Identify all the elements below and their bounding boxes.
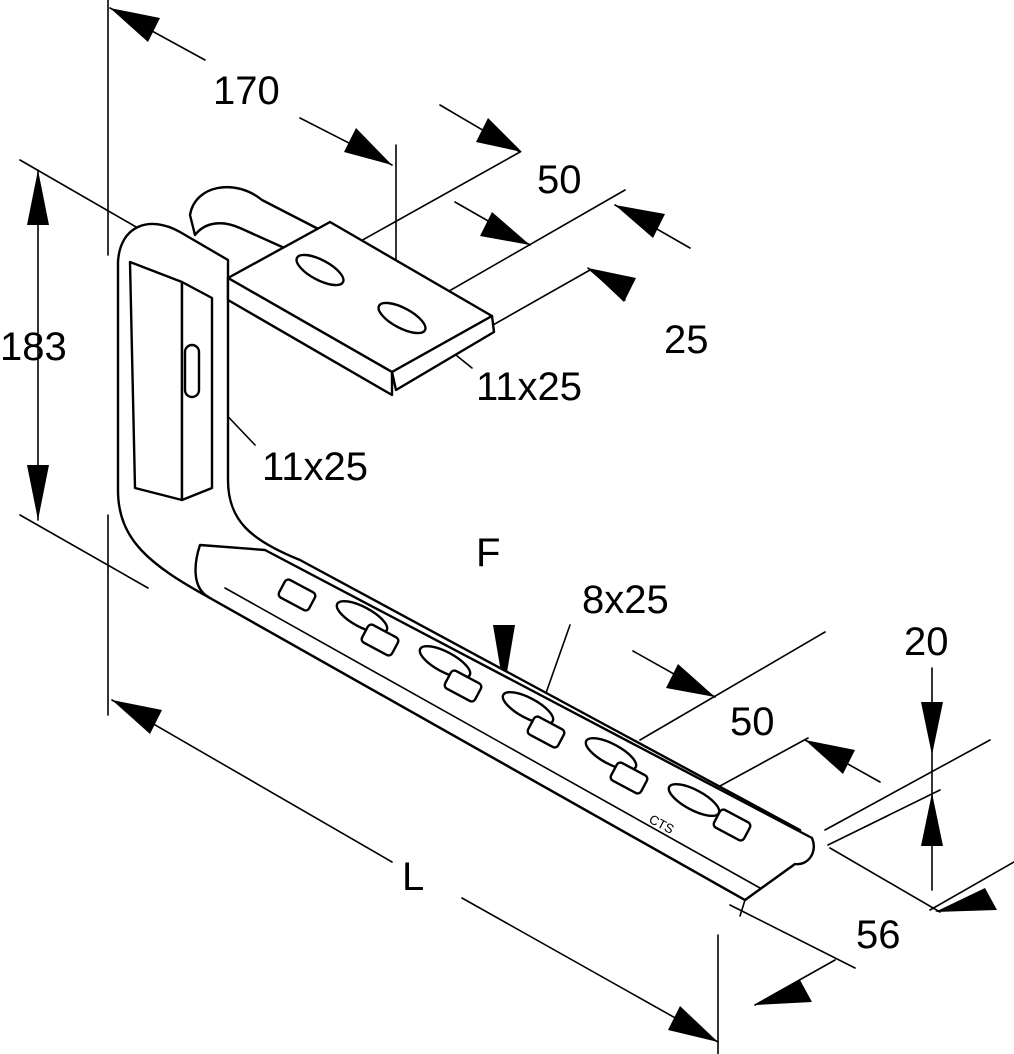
side-slot <box>183 343 201 399</box>
dimension-labels: 170 50 25 183 11x25 11x25 F 8x25 20 50 L… <box>0 69 949 957</box>
dim-slot-side: 11x25 <box>262 445 368 489</box>
bottom-slot <box>443 669 555 726</box>
top-slot-1 <box>295 253 345 287</box>
dim-183: 183 <box>0 325 67 369</box>
end-tab <box>712 808 752 842</box>
top-arm-front-face <box>226 276 394 397</box>
dim-170: 170 <box>213 69 280 113</box>
dim-50-bottom: 50 <box>730 700 775 744</box>
dim-slot-bottom: 8x25 <box>582 578 669 622</box>
bottom-slot <box>526 715 638 772</box>
dim-length: L <box>402 855 424 899</box>
bottom-slots: CTS <box>277 578 752 842</box>
bottom-tray <box>194 543 815 902</box>
bottom-slot <box>609 761 721 818</box>
dim-25: 25 <box>664 318 709 362</box>
top-slot-2 <box>377 301 427 335</box>
dim-56: 56 <box>856 913 901 957</box>
dim-50-top: 50 <box>537 158 582 202</box>
top-arm-lip <box>390 314 496 392</box>
bottom-tray-edge <box>209 587 761 917</box>
vertical-leg-front <box>128 260 184 502</box>
bottom-slot <box>360 623 472 680</box>
dimension-arrows <box>27 8 997 1042</box>
dim-force: F <box>476 531 500 575</box>
dim-slot-top: 11x25 <box>476 365 582 409</box>
top-curl <box>188 186 332 257</box>
dim-20: 20 <box>904 620 949 664</box>
